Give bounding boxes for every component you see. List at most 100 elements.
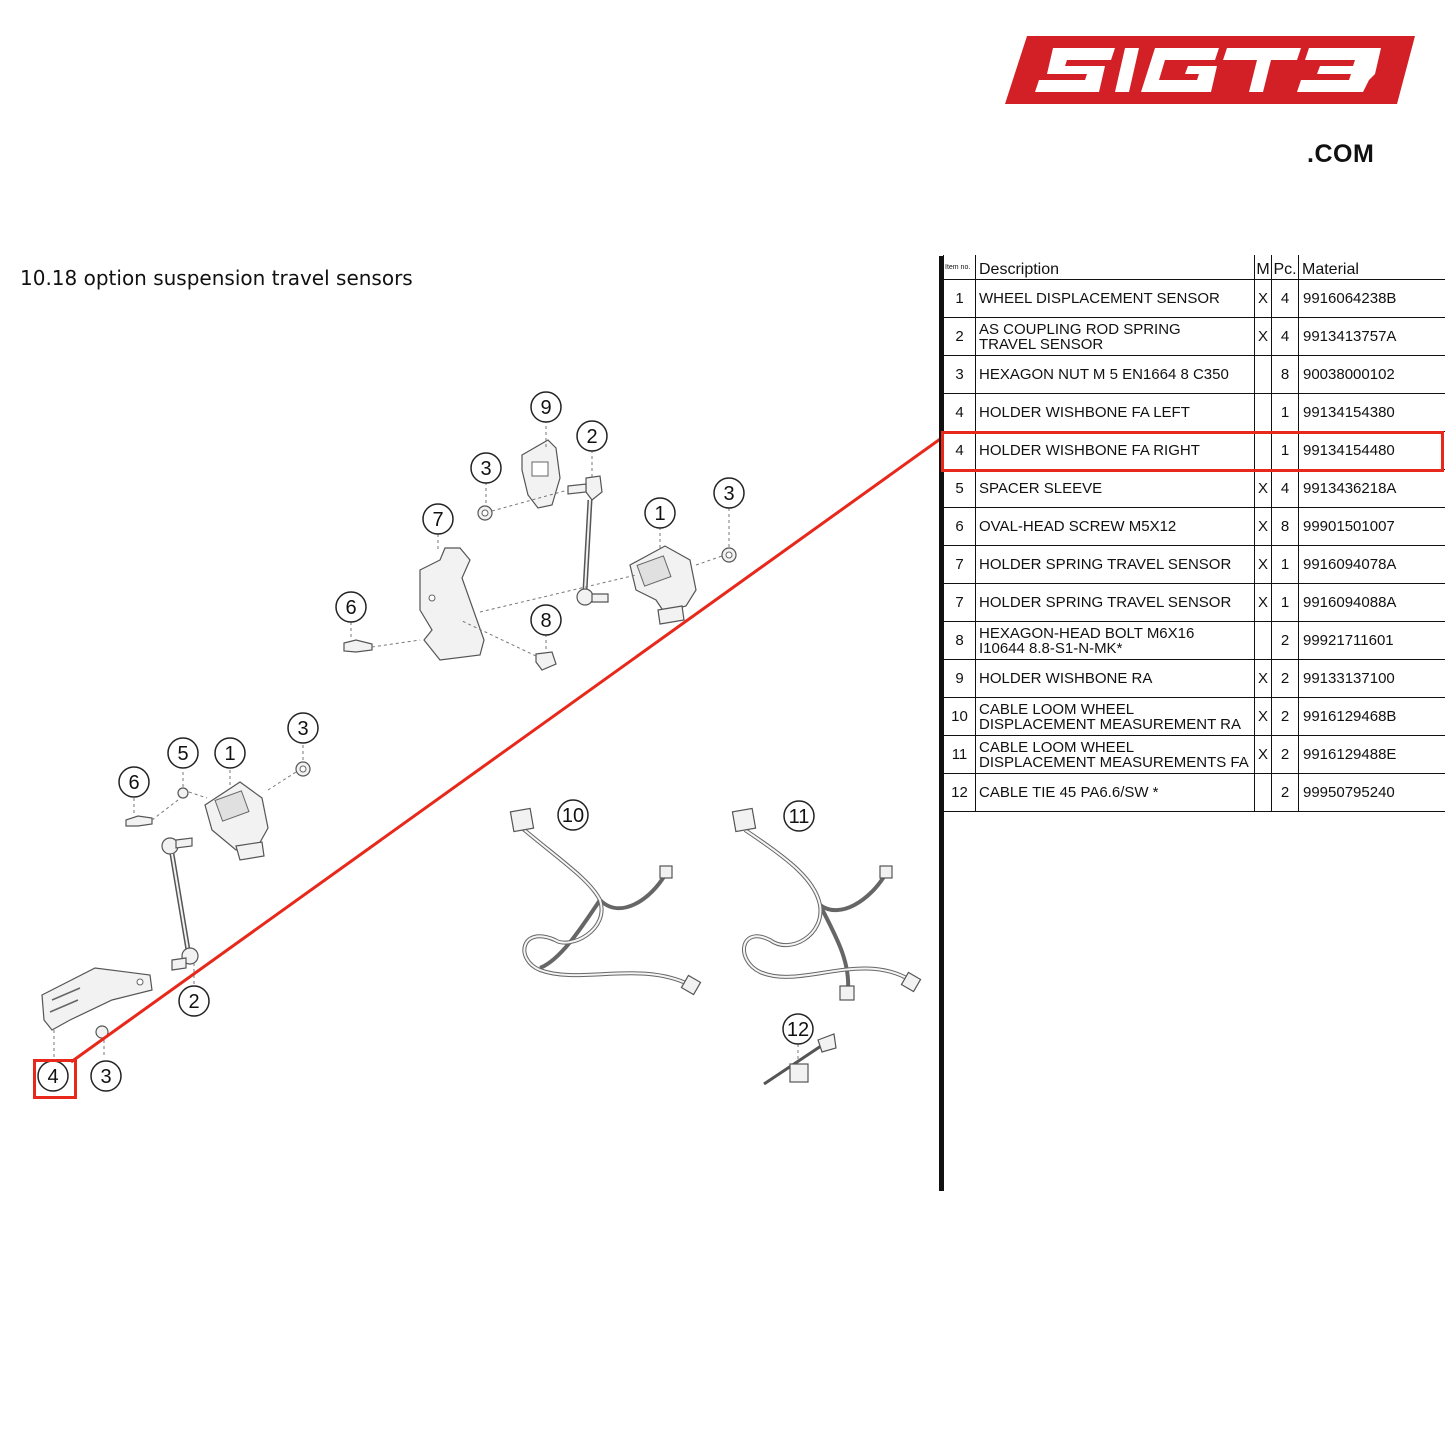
- callout-7[interactable]: 7: [422, 503, 454, 535]
- cell-material: 9916129488E: [1298, 735, 1445, 774]
- cell-item-no: 4: [943, 393, 976, 432]
- cell-description: HEXAGON NUT M 5 EN1664 8 C350: [975, 355, 1255, 394]
- cell-item-no: 2: [943, 317, 976, 356]
- svg-text:5: 5: [177, 743, 188, 765]
- description-line: HEXAGON-HEAD BOLT M6X16: [979, 624, 1195, 642]
- header-item-no: Item no.: [943, 255, 976, 280]
- cell-pc: 2: [1271, 735, 1299, 774]
- callout-9[interactable]: 9: [530, 391, 562, 423]
- callout-8[interactable]: 8: [530, 604, 562, 636]
- header-m: M: [1254, 255, 1272, 280]
- callout-2[interactable]: 2: [178, 985, 210, 1017]
- callout-5[interactable]: 5: [167, 737, 199, 769]
- callout-2[interactable]: 2: [576, 420, 608, 452]
- cell-m: X: [1254, 659, 1272, 698]
- svg-text:3: 3: [480, 458, 491, 480]
- cell-m: [1254, 621, 1272, 660]
- callout-1[interactable]: 1: [644, 497, 676, 529]
- table-header-row: Item no. Description M Pc. Material: [943, 255, 1445, 280]
- cell-pc: 2: [1271, 773, 1299, 812]
- cell-m: X: [1254, 507, 1272, 546]
- callout-11[interactable]: 11: [783, 800, 815, 832]
- cell-material: 9916094078A: [1298, 545, 1445, 584]
- svg-text:6: 6: [128, 772, 139, 794]
- cell-pc: 8: [1271, 355, 1299, 394]
- cell-pc: 2: [1271, 697, 1299, 736]
- callout-3[interactable]: 3: [470, 452, 502, 484]
- cell-material: 99134154380: [1298, 393, 1445, 432]
- table-divider: [939, 256, 944, 1191]
- callout-3[interactable]: 3: [713, 477, 745, 509]
- svg-text:11: 11: [789, 806, 810, 828]
- svg-text:1: 1: [654, 503, 665, 525]
- callout-3[interactable]: 3: [90, 1060, 122, 1092]
- cell-item-no: 12: [943, 773, 976, 812]
- cell-m: X: [1254, 279, 1272, 318]
- cell-description: SPACER SLEEVE: [975, 469, 1255, 508]
- cell-pc: 1: [1271, 545, 1299, 584]
- front-assembly: [41, 745, 311, 1058]
- description-line: OVAL-HEAD SCREW M5X12: [979, 518, 1177, 535]
- description-line: HOLDER WISHBONE RA: [979, 670, 1153, 687]
- cable-loom-fa: [742, 828, 912, 991]
- callout-6[interactable]: 6: [118, 766, 150, 798]
- cable-tie-part: [763, 1033, 837, 1086]
- cell-pc: 1: [1271, 583, 1299, 622]
- callout-10[interactable]: 10: [557, 799, 589, 831]
- description-line: CABLE LOOM WHEEL: [979, 738, 1135, 756]
- cell-material: 9913413757A: [1298, 317, 1445, 356]
- cell-m: X: [1254, 697, 1272, 736]
- cell-item-no: 8: [943, 621, 976, 660]
- callout-12[interactable]: 12: [782, 1013, 814, 1045]
- cell-material: 90038000102: [1298, 355, 1445, 394]
- brand-logo[interactable]: .COM: [1005, 32, 1415, 168]
- callout-3[interactable]: 3: [287, 712, 319, 744]
- highlighted-callout-box: [33, 1059, 77, 1099]
- cell-material: 9916129468B: [1298, 697, 1445, 736]
- coupling-rod-top: [585, 475, 603, 501]
- svg-text:1: 1: [224, 743, 235, 765]
- cell-pc: 2: [1271, 621, 1299, 660]
- cell-item-no: 11: [943, 735, 976, 774]
- description-line: DISPLACEMENT MEASUREMENT RA: [979, 715, 1241, 733]
- svg-text:3: 3: [100, 1066, 111, 1088]
- cell-item-no: 7: [943, 545, 976, 584]
- highlighted-row-box: [941, 430, 1444, 472]
- cell-description: CABLE TIE 45 PA6.6/SW *: [975, 773, 1255, 812]
- parts-list-table: Item no. Description M Pc. Material 1 WHE…: [943, 255, 1445, 812]
- svg-text:3: 3: [297, 718, 308, 740]
- cell-pc: 8: [1271, 507, 1299, 546]
- cell-item-no: 3: [943, 355, 976, 394]
- holder-wishbone-fa-part: [41, 967, 153, 1031]
- description-line: HOLDER WISHBONE FA RIGHT: [979, 442, 1200, 459]
- description-line: WHEEL DISPLACEMENT SENSOR: [979, 290, 1220, 307]
- description-line: DISPLACEMENT MEASUREMENTS FA: [979, 753, 1249, 771]
- description-line: SPACER SLEEVE: [979, 480, 1103, 497]
- cell-item-no: 7: [943, 583, 976, 622]
- cell-material: 99950795240: [1298, 773, 1445, 812]
- description-line: HOLDER SPRING TRAVEL SENSOR: [979, 556, 1232, 573]
- description-line: HOLDER WISHBONE FA LEFT: [979, 404, 1190, 421]
- callout-6[interactable]: 6: [335, 591, 367, 623]
- highlight-leader-line: [70, 435, 944, 1064]
- svg-text:10: 10: [562, 805, 584, 827]
- cell-material: 99901501007: [1298, 507, 1445, 546]
- callout-1[interactable]: 1: [214, 737, 246, 769]
- section-title: 10.18 option suspension travel sensors: [20, 266, 413, 290]
- description-line: TRAVEL SENSOR: [979, 335, 1104, 353]
